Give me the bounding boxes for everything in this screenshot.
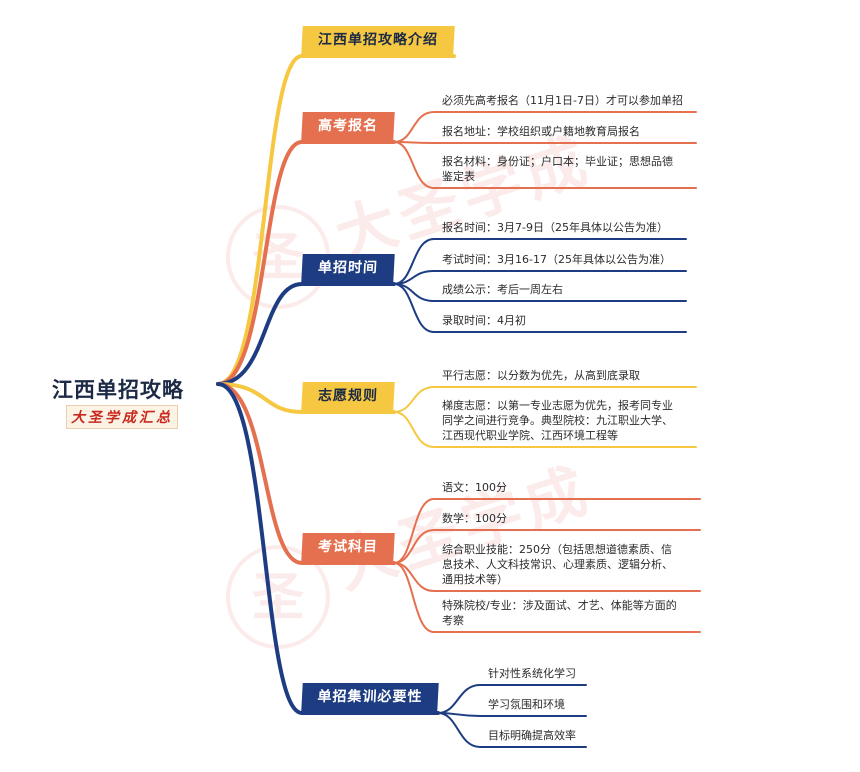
leaf-line: 江西现代职业学院、江西环境工程等 bbox=[442, 429, 618, 442]
leaf-item: 报名时间：3月7-9日（25年具体以公告为准） bbox=[442, 220, 668, 235]
branch-node: 江西单招攻略介绍 bbox=[301, 26, 455, 54]
branch-node: 志愿规则 bbox=[301, 382, 395, 410]
leaf-item: 考试时间：3月16-17（25年具体以公告为准） bbox=[442, 252, 671, 267]
leaf-connector bbox=[437, 684, 587, 714]
leaf-connector bbox=[393, 141, 697, 144]
leaf-line: 报名材料：身份证；户口本；毕业证；思想品德 bbox=[442, 155, 673, 168]
leaf-connector bbox=[437, 712, 587, 748]
leaf-connector bbox=[393, 498, 701, 564]
leaf-line: 考试时间：3月16-17（25年具体以公告为准） bbox=[442, 253, 671, 266]
leaf-connector bbox=[393, 562, 701, 633]
branch-connector bbox=[216, 282, 396, 386]
branch-node: 单招集训必要性 bbox=[301, 683, 439, 711]
root-subtitle: 大圣学成汇总 bbox=[66, 405, 178, 429]
root-title: 江西单招攻略 bbox=[52, 378, 184, 402]
branch-connector bbox=[216, 140, 396, 386]
branch-node: 考试科目 bbox=[301, 533, 395, 561]
leaf-item: 针对性系统化学习 bbox=[488, 666, 576, 681]
leaf-connector bbox=[393, 562, 701, 592]
branch-node: 高考报名 bbox=[301, 112, 395, 140]
branch-connector bbox=[216, 382, 396, 565]
branch-node: 单招时间 bbox=[301, 254, 395, 282]
leaf-item: 特殊院校/专业：涉及面试、才艺、体能等方面的考察 bbox=[442, 598, 677, 628]
leaf-line: 学习氛围和环境 bbox=[488, 698, 565, 711]
leaf-connector bbox=[393, 141, 697, 189]
leaf-line: 报名地址：学校组织或户籍地教育局报名 bbox=[442, 125, 640, 138]
leaf-line: 考察 bbox=[442, 614, 464, 627]
leaf-line: 平行志愿：以分数为优先，从高到底录取 bbox=[442, 369, 640, 382]
leaf-line: 成绩公示：考后一周左右 bbox=[442, 283, 563, 296]
leaf-connector bbox=[393, 386, 697, 413]
leaf-line: 同学之间进行竞争。典型院校：九江职业大学、 bbox=[442, 414, 673, 427]
leaf-line: 报名时间：3月7-9日（25年具体以公告为准） bbox=[442, 221, 668, 234]
leaf-line: 息技术、人文科技常识、心理素质、逻辑分析、 bbox=[442, 558, 673, 571]
leaf-line: 必须先高考报名（11月1日-7日）才可以参加单招 bbox=[442, 94, 683, 107]
leaf-item: 报名材料：身份证；户口本；毕业证；思想品德鉴定表 bbox=[442, 154, 673, 184]
leaf-line: 梯度志愿：以第一专业志愿为优先，报考同专业 bbox=[442, 399, 673, 412]
leaf-line: 针对性系统化学习 bbox=[488, 667, 576, 680]
branch-connector bbox=[216, 382, 396, 414]
leaf-connector bbox=[393, 111, 697, 143]
branch-connector bbox=[216, 382, 440, 715]
leaf-connector bbox=[393, 283, 687, 333]
leaf-item: 成绩公示：考后一周左右 bbox=[442, 282, 563, 297]
leaf-line: 综合职业技能：250分（包括思想道德素质、信 bbox=[442, 543, 672, 556]
leaf-line: 录取时间：4月初 bbox=[442, 314, 526, 327]
leaf-item: 报名地址：学校组织或户籍地教育局报名 bbox=[442, 124, 640, 139]
leaf-connector bbox=[393, 411, 697, 448]
leaf-item: 目标明确提高效率 bbox=[488, 728, 576, 743]
leaf-line: 鉴定表 bbox=[442, 170, 475, 183]
leaf-connector bbox=[393, 529, 701, 564]
leaf-line: 特殊院校/专业：涉及面试、才艺、体能等方面的 bbox=[442, 599, 677, 612]
leaf-item: 语文：100分 bbox=[442, 480, 507, 495]
leaf-item: 平行志愿：以分数为优先，从高到底录取 bbox=[442, 368, 640, 383]
leaf-line: 通用技术等） bbox=[442, 573, 508, 586]
leaf-line: 语文：100分 bbox=[442, 481, 507, 494]
leaf-line: 数学：100分 bbox=[442, 512, 507, 525]
leaf-item: 数学：100分 bbox=[442, 511, 507, 526]
leaf-line: 目标明确提高效率 bbox=[488, 729, 576, 742]
leaf-item: 综合职业技能：250分（包括思想道德素质、信息技术、人文科技常识、心理素质、逻辑… bbox=[442, 542, 673, 587]
leaf-connector bbox=[393, 238, 687, 285]
leaf-item: 必须先高考报名（11月1日-7日）才可以参加单招 bbox=[442, 93, 683, 108]
watermark-seal-glyph: 圣 bbox=[252, 567, 311, 628]
branch-connector bbox=[216, 54, 456, 386]
leaf-item: 梯度志愿：以第一专业志愿为优先，报考同专业同学之间进行竞争。典型院校：九江职业大… bbox=[442, 398, 673, 443]
leaf-connector bbox=[437, 712, 587, 717]
leaf-item: 学习氛围和环境 bbox=[488, 697, 565, 712]
leaf-item: 录取时间：4月初 bbox=[442, 313, 526, 328]
